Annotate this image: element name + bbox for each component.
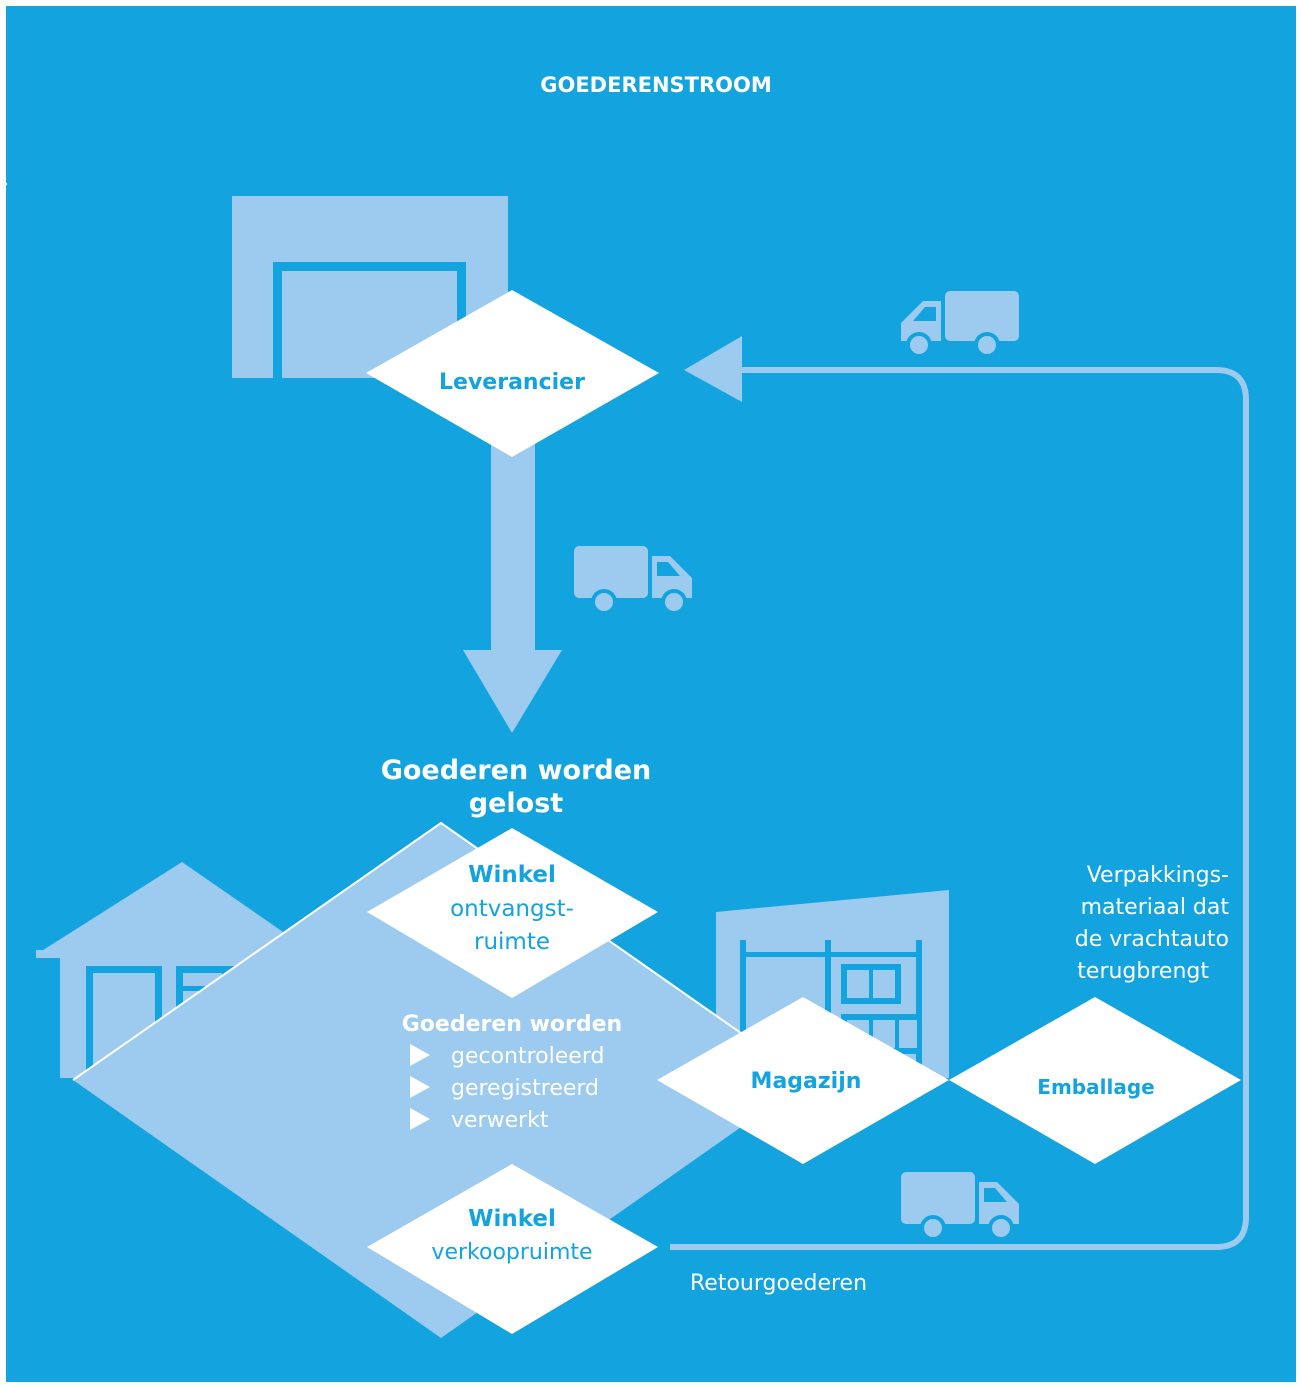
truck-icon	[901, 291, 1019, 358]
bullet-triangle-icon	[410, 1076, 430, 1098]
winkel-ontvangst-node	[367, 828, 658, 998]
return-arrowhead	[684, 336, 742, 402]
winkel-verkoop-node	[367, 1164, 658, 1334]
emballage-node	[949, 997, 1241, 1164]
winkel-ontvangst-title: Winkel	[468, 862, 556, 888]
processing-item-3: verwerkt	[451, 1108, 549, 1133]
truck-icon	[574, 546, 692, 615]
bullet-triangle-icon	[410, 1044, 430, 1066]
verpakking-label-2: materiaal dat	[1081, 895, 1230, 920]
winkel-verkoop-line1: verkoopruimte	[431, 1240, 592, 1265]
magazijn-label: Magazijn	[751, 1069, 862, 1094]
processing-item-2: geregistreerd	[451, 1076, 599, 1101]
processing-diamond-outline	[72, 821, 809, 1081]
winkel-verkoop-title: Winkel	[468, 1206, 556, 1232]
emballage-label: Emballage	[1037, 1075, 1154, 1099]
unloaded-label-line1: Goederen worden	[381, 755, 652, 786]
processing-title: Goederen worden	[402, 1012, 622, 1037]
verpakking-label-1: Verpakkings-	[1087, 863, 1229, 888]
verpakking-label-4: terugbrengt	[1077, 959, 1209, 984]
bullet-triangle-icon	[410, 1108, 430, 1130]
return-loop-line	[670, 367, 1249, 1250]
winkel-ontvangst-line2: ruimte	[474, 929, 550, 955]
retour-label: Retourgoederen	[690, 1271, 867, 1296]
processing-item-1: gecontroleerd	[451, 1044, 604, 1069]
leverancier-label: Leverancier	[439, 370, 585, 395]
edge-arrow-icon	[0, 177, 8, 191]
leverancier-node	[366, 290, 659, 457]
magazijn-node	[657, 997, 949, 1164]
verpakking-label-3: de vrachtauto	[1075, 927, 1229, 952]
unloaded-label-line2: gelost	[469, 788, 564, 819]
diagram-title: GOEDERENSTROOM	[540, 73, 772, 97]
down-arrow	[463, 440, 562, 733]
truck-icon	[901, 1172, 1019, 1241]
winkel-ontvangst-line1: ontvangst-	[450, 896, 574, 922]
